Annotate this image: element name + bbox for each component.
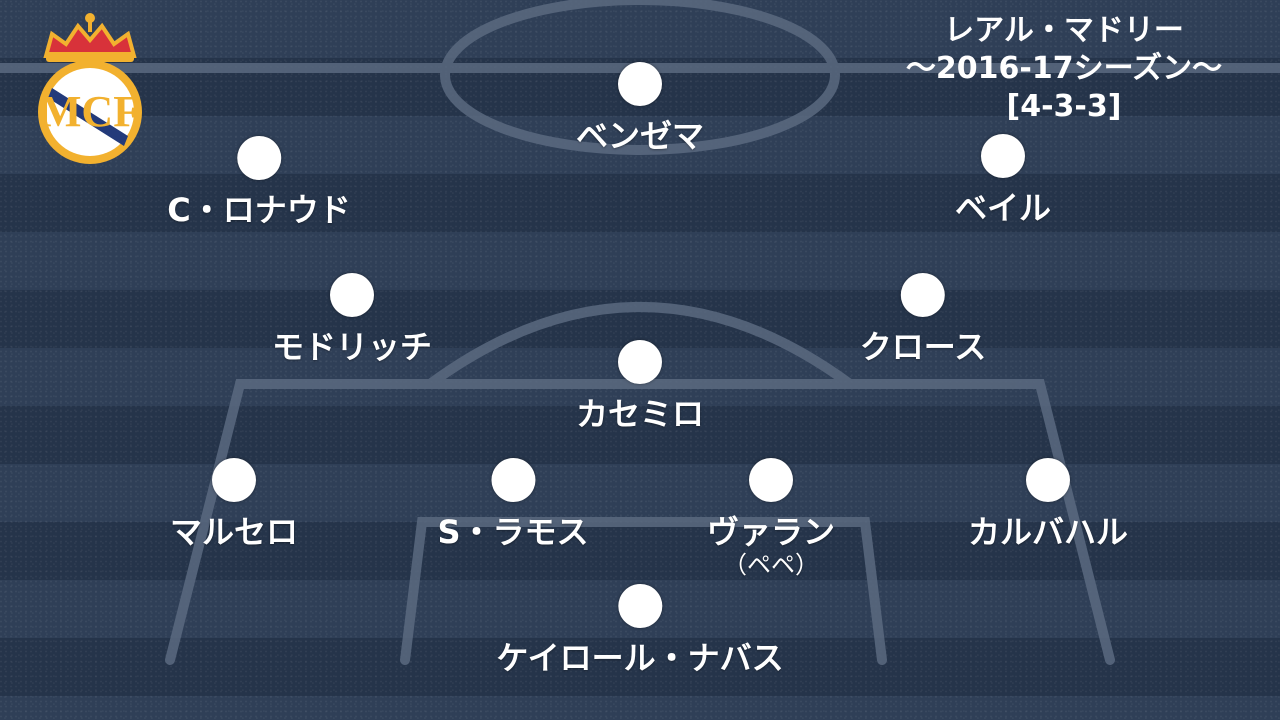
- penalty-area: [165, 379, 1115, 665]
- player-casemiro: カセミロ: [576, 340, 704, 432]
- player-carvajal: カルバハル: [968, 458, 1128, 550]
- player-marker: [748, 458, 793, 502]
- real-madrid-crest-icon: MCF: [38, 13, 142, 164]
- player-name: ケイロール・ナバス: [496, 639, 784, 677]
- team-name: レアル・マドリー: [944, 13, 1184, 48]
- player-marker: [329, 273, 374, 317]
- player-name: S・ラモス: [437, 513, 589, 551]
- player-bale: ベイル: [955, 134, 1051, 226]
- player-varane: ヴァラン （ペペ）: [707, 458, 835, 580]
- player-name: ベンゼマ: [575, 117, 705, 155]
- goal-area: [400, 517, 887, 665]
- svg-text:MCF: MCF: [40, 87, 140, 136]
- player-name: ベイル: [954, 189, 1052, 227]
- crown-icon: [43, 13, 137, 62]
- player-marker: [980, 134, 1025, 178]
- player-marker: [237, 136, 281, 180]
- player-marker: [491, 458, 535, 502]
- center-circle: [440, 0, 840, 155]
- player-alt-name: （ペペ）: [722, 551, 819, 579]
- formation-label: [4-3-3]: [1006, 89, 1122, 124]
- title-block: レアル・マドリー 〜2016-17シーズン〜 [4-3-3]: [884, 12, 1244, 126]
- player-modric: モドリッチ: [272, 273, 432, 365]
- player-name: クロース: [859, 328, 987, 366]
- player-name: ヴァラン: [706, 513, 836, 551]
- player-marker: [1025, 458, 1070, 502]
- player-name: カセミロ: [575, 395, 705, 433]
- player-marker: [617, 340, 662, 384]
- player-marcelo: マルセロ: [170, 458, 298, 550]
- player-marker: [618, 584, 662, 628]
- player-ramos: S・ラモス: [437, 458, 589, 551]
- player-ronaldo: C・ロナウド: [167, 136, 351, 228]
- player-kroos: クロース: [860, 273, 986, 365]
- season-label: 〜2016-17シーズン〜: [905, 51, 1223, 86]
- player-marker: [211, 458, 256, 502]
- player-marker: [617, 62, 662, 106]
- player-name: モドリッチ: [271, 328, 433, 366]
- player-name: マルセロ: [169, 513, 299, 551]
- player-name: C・ロナウド: [167, 191, 351, 229]
- player-benzema: ベンゼマ: [576, 62, 704, 154]
- player-name: カルバハル: [967, 513, 1129, 551]
- penalty-arc: [425, 302, 855, 389]
- player-marker: [901, 273, 945, 317]
- player-navas: ケイロール・ナバス: [496, 584, 784, 677]
